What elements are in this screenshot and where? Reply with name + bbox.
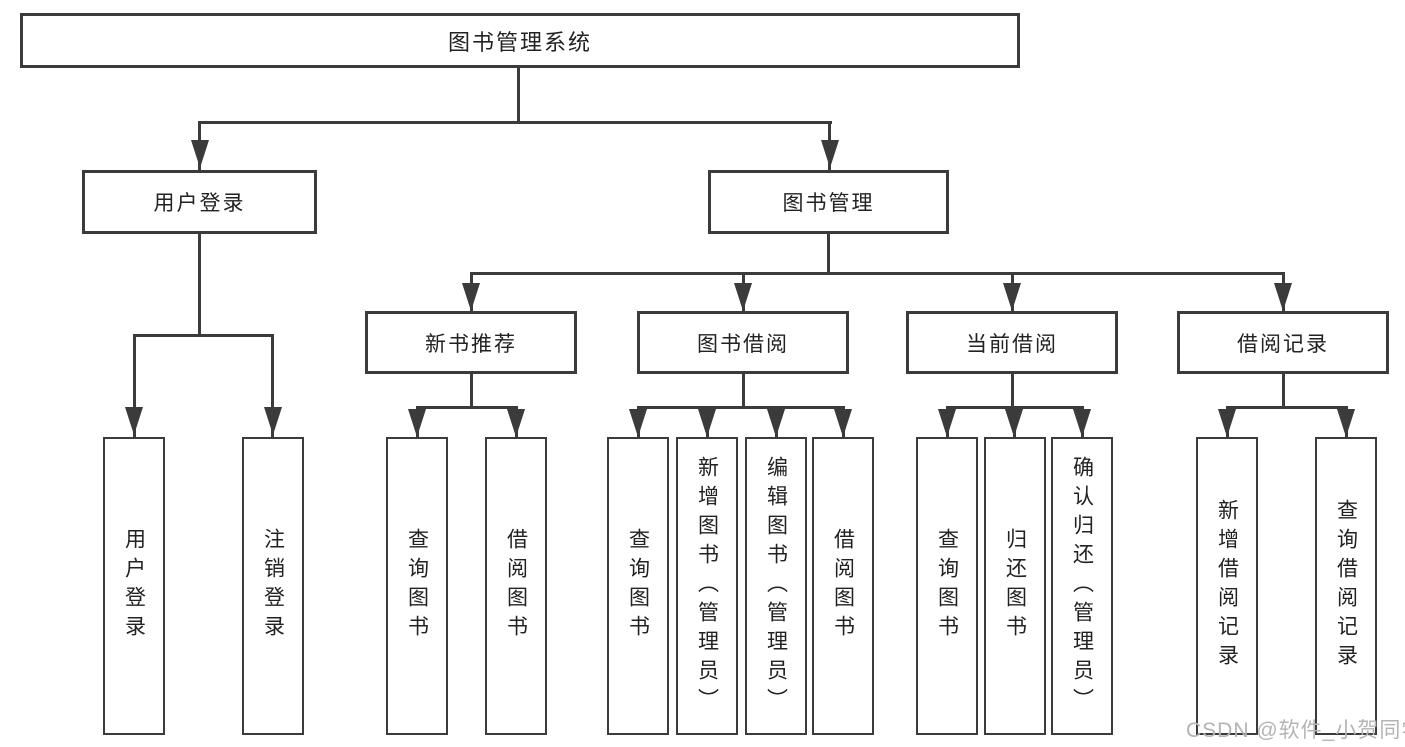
arrow-down-icon [767, 409, 785, 437]
arrow-down-icon [821, 140, 839, 168]
connector-line [416, 406, 518, 409]
arrow-down-icon [408, 409, 426, 437]
connector-line [1282, 374, 1285, 408]
arrow-down-icon [1274, 283, 1292, 311]
connector-line [198, 234, 201, 336]
leaf-add-books-admin: 新增图书（管理员） [676, 437, 738, 735]
node-new-book-recommend: 新书推荐 [365, 311, 577, 374]
arrow-down-icon [1073, 409, 1091, 437]
arrow-down-icon [834, 409, 852, 437]
csdn-watermark: CSDN @软件_小贺同学 [1186, 719, 1405, 742]
leaf-confirm-return-admin: 确认归还（管理员） [1051, 437, 1113, 735]
node-book-borrowing: 图书借阅 [637, 311, 849, 374]
leaf-borrow-books-1: 借阅图书 [485, 437, 547, 735]
connector-line [198, 121, 832, 124]
leaf-return-books-label: 归还图书 [1003, 528, 1027, 644]
arrow-down-icon [507, 409, 525, 437]
node-borrowing-records: 借阅记录 [1177, 311, 1389, 374]
connector-line [1226, 406, 1348, 409]
leaf-add-borrow-record-label: 新增借阅记录 [1215, 499, 1239, 673]
arrow-down-icon [264, 407, 282, 435]
node-library-system: 图书管理系统 [20, 13, 1020, 68]
leaf-return-books: 归还图书 [984, 437, 1046, 735]
leaf-add-books-admin-label: 新增图书（管理员） [695, 455, 719, 717]
leaf-borrow-books-1-label: 借阅图书 [504, 528, 528, 644]
arrow-down-icon [462, 283, 480, 311]
leaf-add-borrow-record: 新增借阅记录 [1196, 437, 1258, 735]
arrow-down-icon [191, 140, 209, 168]
connector-line [517, 68, 520, 123]
leaf-query-borrow-record: 查询借阅记录 [1315, 437, 1377, 735]
node-user-login-label: 用户登录 [153, 192, 246, 215]
arrow-down-icon [1218, 409, 1236, 437]
leaf-query-books-1-label: 查询图书 [405, 528, 429, 644]
connector-line [827, 234, 830, 274]
arrow-down-icon [629, 409, 647, 437]
leaf-edit-books-admin-label: 编辑图书（管理员） [764, 455, 788, 717]
leaf-user-login-label: 用户登录 [122, 528, 146, 644]
connector-line [470, 272, 1285, 275]
leaf-logout: 注销登录 [242, 437, 304, 735]
leaf-query-books-2: 查询图书 [607, 437, 669, 735]
node-book-borrowing-label: 图书借阅 [697, 332, 789, 356]
arrow-down-icon [1005, 409, 1023, 437]
leaf-query-books-2-label: 查询图书 [626, 528, 650, 644]
leaf-user-login: 用户登录 [103, 437, 165, 735]
node-user-login: 用户登录 [82, 170, 317, 234]
arrow-down-icon [1337, 409, 1355, 437]
connector-line [133, 334, 274, 337]
leaf-query-books-3: 查询图书 [916, 437, 978, 735]
leaf-query-borrow-record-label: 查询借阅记录 [1334, 499, 1358, 673]
node-book-management: 图书管理 [708, 170, 949, 234]
connector-line [637, 406, 845, 409]
connector-line [742, 374, 745, 408]
connector-line [133, 334, 136, 437]
node-new-book-recommend-label: 新书推荐 [425, 332, 517, 356]
leaf-query-books-1: 查询图书 [386, 437, 448, 735]
node-book-management-label: 图书管理 [782, 192, 875, 215]
arrow-down-icon [938, 409, 956, 437]
arrow-down-icon [734, 283, 752, 311]
connector-line [271, 334, 274, 437]
leaf-borrow-books-2-label: 借阅图书 [831, 528, 855, 644]
leaf-query-books-3-label: 查询图书 [935, 528, 959, 644]
arrow-down-icon [698, 409, 716, 437]
arrow-down-icon [1003, 283, 1021, 311]
leaf-confirm-return-admin-label: 确认归还（管理员） [1070, 455, 1094, 717]
node-current-borrowing: 当前借阅 [906, 311, 1118, 374]
leaf-edit-books-admin: 编辑图书（管理员） [745, 437, 807, 735]
arrow-down-icon [125, 407, 143, 435]
leaf-logout-label: 注销登录 [261, 528, 285, 644]
node-library-system-label: 图书管理系统 [447, 29, 592, 55]
connector-line [1011, 374, 1014, 408]
node-current-borrowing-label: 当前借阅 [966, 332, 1058, 356]
leaf-borrow-books-2: 借阅图书 [812, 437, 874, 735]
connector-line [470, 374, 473, 408]
node-borrowing-records-label: 借阅记录 [1237, 332, 1329, 356]
